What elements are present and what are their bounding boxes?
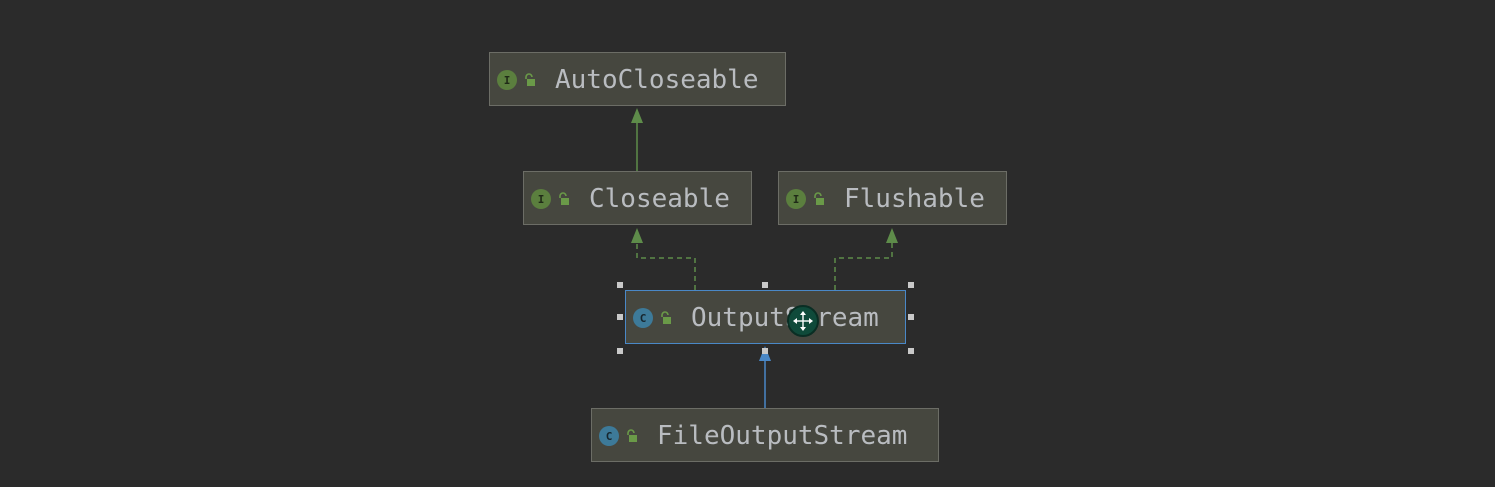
unlocked-icon [525, 73, 535, 86]
node-label: OutputStream [691, 303, 879, 333]
move-cursor-icon [787, 305, 819, 337]
interface-icon: I [531, 189, 551, 209]
edge-outputstream-implements-closeable [631, 228, 696, 290]
node-outputstream[interactable]: C OutputStream [625, 290, 906, 344]
class-icon: C [633, 308, 653, 328]
resize-handle-left[interactable] [617, 314, 623, 320]
unlocked-icon [627, 429, 637, 442]
resize-handle-bottom-left[interactable] [617, 348, 623, 354]
resize-handle-top-right[interactable] [908, 282, 914, 288]
node-fileoutputstream[interactable]: C FileOutputStream [591, 408, 939, 462]
edge-fileoutputstream-extends-outputstream [759, 346, 771, 408]
node-label: AutoCloseable [555, 65, 759, 95]
resize-handle-right[interactable] [908, 314, 914, 320]
resize-handle-top[interactable] [762, 282, 768, 288]
node-autocloseable[interactable]: I AutoCloseable [489, 52, 786, 106]
node-label: Flushable [844, 184, 985, 214]
unlocked-icon [814, 192, 824, 205]
node-label: FileOutputStream [657, 421, 908, 451]
interface-icon: I [786, 189, 806, 209]
node-flushable[interactable]: I Flushable [778, 171, 1007, 225]
node-closeable[interactable]: I Closeable [523, 171, 752, 225]
edge-outputstream-implements-flushable [834, 228, 898, 290]
resize-handle-bottom[interactable] [762, 348, 768, 354]
class-icon: C [599, 426, 619, 446]
interface-icon: I [497, 70, 517, 90]
edge-closeable-extends-autocloseable [631, 108, 643, 171]
unlocked-icon [559, 192, 569, 205]
resize-handle-top-left[interactable] [617, 282, 623, 288]
node-label: Closeable [589, 184, 730, 214]
resize-handle-bottom-right[interactable] [908, 348, 914, 354]
unlocked-icon [661, 311, 671, 324]
